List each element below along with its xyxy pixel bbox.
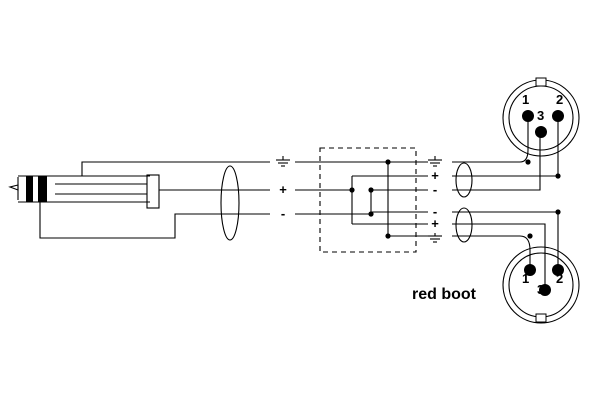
wire-ground-from-jack — [81, 161, 270, 176]
breakout-input-wires — [295, 161, 388, 215]
bottom-plus-label: + — [431, 216, 439, 231]
cable-shield-left — [220, 165, 240, 241]
breakout-routing — [349, 159, 428, 239]
signal-minus-label: - — [281, 206, 285, 221]
top-plus-label: + — [431, 168, 439, 183]
boot-color-label: red boot — [412, 286, 477, 303]
xlr-top-pin1-label: 1 — [522, 92, 529, 107]
xlr-bottom-pin3-label: 3 — [537, 282, 544, 297]
jack-tip — [8, 184, 19, 191]
wire-minus-from-jack — [39, 202, 270, 239]
ground-icon — [276, 156, 290, 167]
jack-collar — [146, 174, 160, 209]
jack-ring-band-2 — [38, 176, 47, 202]
xlr-top-pin3-label: 3 — [537, 108, 544, 123]
jack-ring-band-1 — [26, 176, 33, 202]
breakout-top-labels: + - — [428, 156, 442, 197]
xlr-top: 1 2 3 — [502, 77, 580, 157]
xlr-bottom-pin1-label: 1 — [522, 271, 529, 286]
breakout-box — [319, 147, 417, 253]
cable-signal-labels: + - — [276, 156, 290, 221]
jack-wiring — [39, 161, 270, 239]
top-minus-label: - — [433, 182, 437, 197]
xlr-bottom: 1 2 3 — [502, 246, 580, 324]
signal-plus-label: + — [279, 182, 287, 197]
jack-plug — [8, 174, 160, 209]
output-wires — [452, 118, 561, 290]
ground-icon — [428, 233, 442, 243]
cable-shield-bottom — [455, 207, 473, 243]
ground-icon — [428, 156, 442, 167]
breakout-bottom-labels: - + — [428, 204, 442, 243]
cable-shield-top — [455, 162, 473, 198]
xlr-bottom-pin2-label: 2 — [556, 271, 563, 286]
xlr-top-pin2-label: 2 — [556, 92, 563, 107]
bottom-minus-label: - — [433, 204, 437, 219]
